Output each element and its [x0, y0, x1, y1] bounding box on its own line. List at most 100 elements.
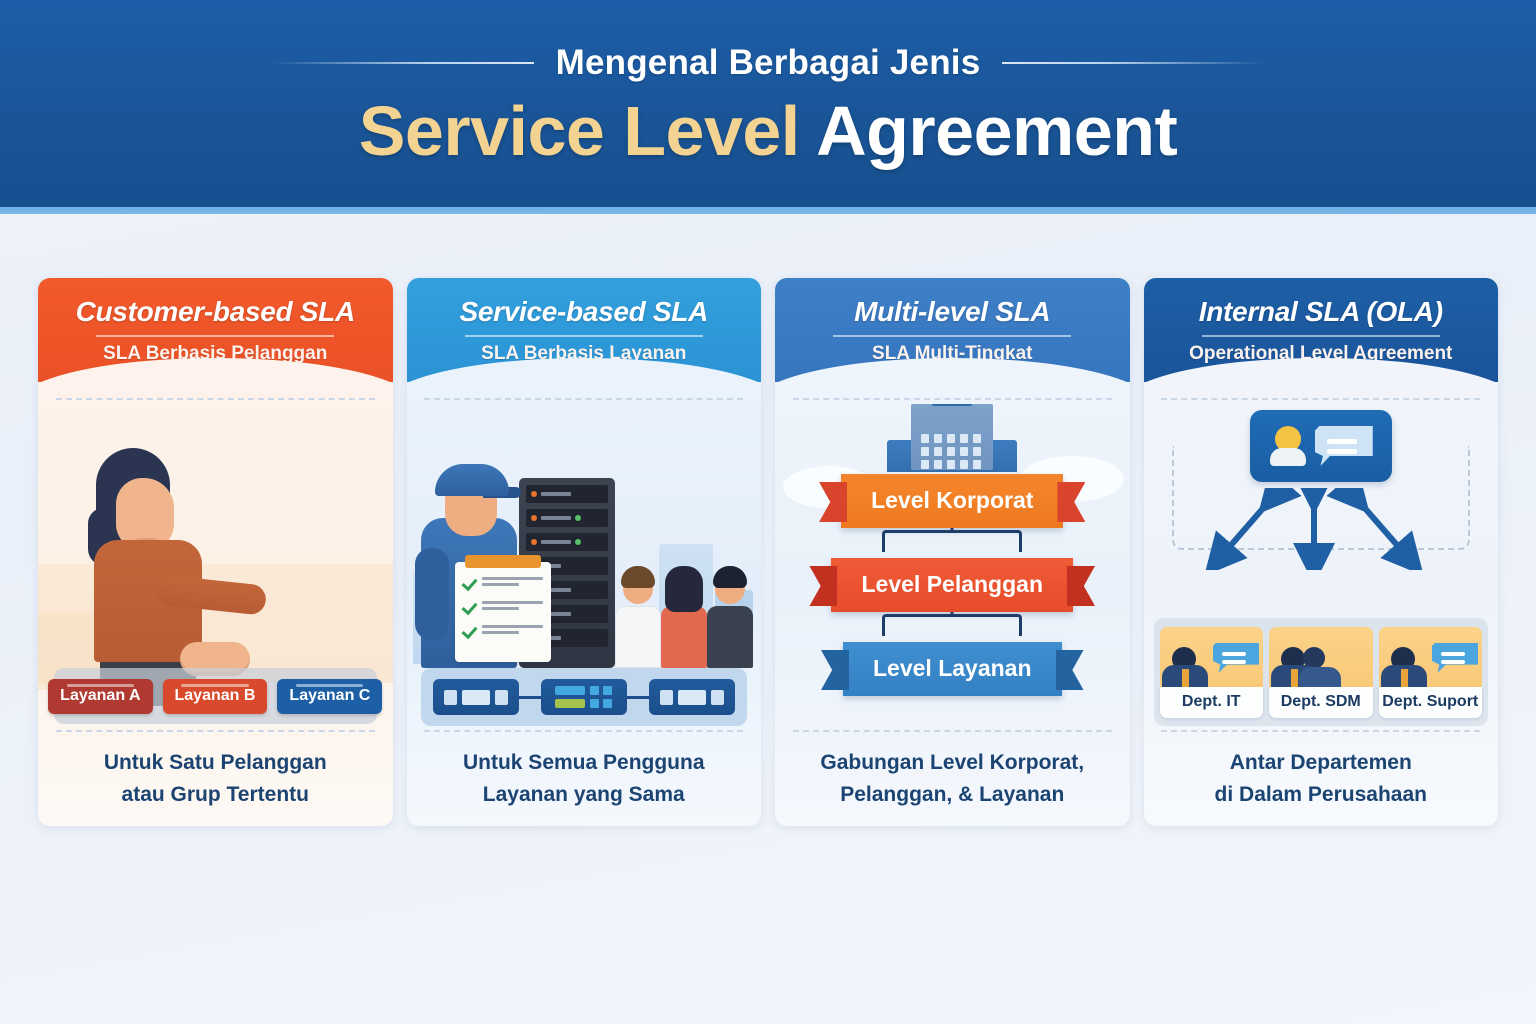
dashed-divider-bottom-4	[1161, 730, 1481, 732]
card-header-rule-2	[464, 335, 703, 337]
header-kicker-row: Mengenal Berbagai Jenis	[271, 42, 1265, 83]
card-internal-sla-ola[interactable]: Internal SLA (OLA) Operational Level Agr…	[1143, 278, 1498, 826]
card-title-3: Multi-level SLA	[854, 296, 1051, 327]
card-subtitle-3: SLA Multi-Tingkat	[872, 343, 1033, 364]
card-illustration-handshake: Layanan A Layanan B Layanan C	[38, 382, 393, 732]
kicker-rule-right	[1002, 61, 1265, 64]
connector-bracket-2	[882, 606, 1023, 636]
dashed-divider-top-3	[792, 398, 1112, 400]
card-illustration-technician	[406, 382, 762, 732]
checklist-item	[463, 600, 543, 614]
connector-bracket-1	[882, 522, 1023, 552]
dashed-divider-top-2	[424, 398, 744, 400]
caption-line-2b: Layanan yang Sama	[482, 782, 685, 806]
card-customer-based-sla[interactable]: Customer-based SLA SLA Berbasis Pelangga…	[38, 278, 393, 826]
checklist-item	[463, 576, 543, 590]
ribbon-wrap-layanan: Level Layanan	[842, 642, 1062, 696]
department-card-it[interactable]: Dept. IT	[1159, 627, 1263, 718]
checklist-item	[463, 624, 543, 638]
service-badge-a[interactable]: Layanan A	[48, 678, 153, 714]
service-badge-c[interactable]: Layanan C	[277, 678, 383, 714]
user-group-icon	[615, 566, 753, 668]
page-title-secondary: Agreement	[816, 91, 1178, 170]
clipboard-clip	[464, 555, 541, 568]
department-card-support[interactable]: Dept. Suport	[1378, 627, 1482, 718]
service-badge-row: Layanan A Layanan B Layanan C	[48, 668, 383, 724]
caption-line-2a: Untuk Semua Pengguna	[462, 751, 705, 775]
check-icon	[463, 600, 477, 614]
card-header-1: Customer-based SLA SLA Berbasis Pelangga…	[38, 278, 393, 404]
card-header-4: Internal SLA (OLA) Operational Level Agr…	[1143, 278, 1498, 404]
dashed-divider-bottom-2	[424, 730, 744, 732]
network-link	[626, 695, 649, 699]
page-title-primary: Service Level	[358, 91, 801, 170]
card-caption-4: Antar Departemen di Dalam Perusahaan	[1143, 732, 1498, 826]
department-label-sdm: Dept. SDM	[1269, 687, 1373, 718]
level-ribbon-stack: Level Korporat Level Pelanggan Level Lay…	[775, 474, 1130, 696]
ola-arrow-group	[1203, 488, 1424, 570]
card-caption-3: Gabungan Level Korporat, Pelanggan, & La…	[775, 732, 1130, 826]
card-subtitle-4: Operational Level Agreement	[1189, 343, 1453, 364]
department-row: Dept. IT Dept. SDM Dept. Suport	[1153, 618, 1488, 726]
card-illustration-ola: Dept. IT Dept. SDM Dept. Suport	[1143, 382, 1498, 732]
dashed-divider-bottom-3	[792, 730, 1112, 732]
header-kicker: Mengenal Berbagai Jenis	[555, 42, 981, 82]
department-illustration	[1378, 627, 1482, 687]
arrow-left	[1203, 488, 1302, 570]
check-icon	[463, 576, 477, 590]
user-icon	[707, 566, 753, 668]
caption-line-1b: atau Grup Tertentu	[121, 782, 309, 806]
card-title-1: Customer-based SLA	[75, 296, 356, 327]
card-title-4: Internal SLA (OLA)	[1198, 296, 1443, 327]
service-badge-b[interactable]: Layanan B	[162, 678, 268, 714]
card-header-rule-4	[1201, 335, 1440, 337]
card-service-based-sla[interactable]: Service-based SLA SLA Berbasis Layanan	[406, 278, 762, 826]
ribbon-level-pelanggan[interactable]: Level Pelanggan	[831, 558, 1073, 612]
ribbon-wrap-pelanggan: Level Pelanggan	[831, 558, 1073, 636]
handshake-scene	[38, 382, 393, 732]
page-header-banner: Mengenal Berbagai Jenis Service Level Ag…	[0, 0, 1536, 207]
server-unit	[525, 533, 608, 551]
department-card-sdm[interactable]: Dept. SDM	[1269, 627, 1373, 718]
building-windows	[921, 434, 983, 469]
user-icon	[615, 566, 661, 668]
caption-line-3a: Gabungan Level Korporat,	[820, 751, 1085, 775]
page-title: Service Level Agreement	[359, 91, 1178, 171]
user-icon	[661, 566, 707, 668]
person-badge-icon	[1269, 424, 1309, 468]
card-header-rule-3	[833, 335, 1072, 337]
card-illustration-multilevel: Level Korporat Level Pelanggan Level Lay…	[775, 382, 1130, 732]
card-header-3: Multi-level SLA SLA Multi-Tingkat	[775, 278, 1130, 404]
ribbon-wrap-korporat: Level Korporat	[841, 474, 1064, 552]
department-illustration	[1159, 627, 1263, 687]
network-node-icon	[540, 679, 627, 715]
technician-cap-icon	[434, 464, 509, 496]
corporate-building-icon	[911, 404, 994, 470]
chat-bubble-icon	[1213, 643, 1259, 673]
card-multi-level-sla[interactable]: Multi-level SLA SLA Multi-Tingkat	[775, 278, 1130, 826]
caption-line-3b: Pelanggan, & Layanan	[840, 782, 1065, 806]
network-link	[518, 695, 541, 699]
ribbon-level-korporat[interactable]: Level Korporat	[841, 474, 1064, 528]
card-title-2: Service-based SLA	[459, 296, 709, 327]
check-icon	[463, 624, 477, 638]
caption-line-1a: Untuk Satu Pelanggan	[103, 751, 327, 775]
card-header-rule-1	[96, 335, 335, 337]
department-label-support: Dept. Suport	[1378, 687, 1482, 718]
network-node-icon	[432, 679, 519, 715]
datacenter-scene	[407, 382, 762, 732]
banner-accent-strip	[0, 207, 1536, 214]
network-node-icon	[648, 679, 735, 715]
dashed-divider-top-4	[1161, 398, 1481, 400]
technician-arm	[414, 548, 449, 640]
ola-central-node-icon	[1249, 410, 1392, 482]
caption-line-4b: di Dalam Perusahaan	[1214, 782, 1427, 806]
server-unit	[525, 485, 608, 503]
arrow-right	[1325, 488, 1424, 570]
card-subtitle-2: SLA Berbasis Layanan	[481, 343, 687, 364]
department-label-it: Dept. IT	[1159, 687, 1263, 718]
ribbon-level-layanan[interactable]: Level Layanan	[842, 642, 1062, 696]
caption-line-4a: Antar Departemen	[1229, 751, 1412, 775]
department-illustration	[1269, 627, 1373, 687]
card-caption-1: Untuk Satu Pelanggan atau Grup Tertentu	[38, 732, 393, 826]
